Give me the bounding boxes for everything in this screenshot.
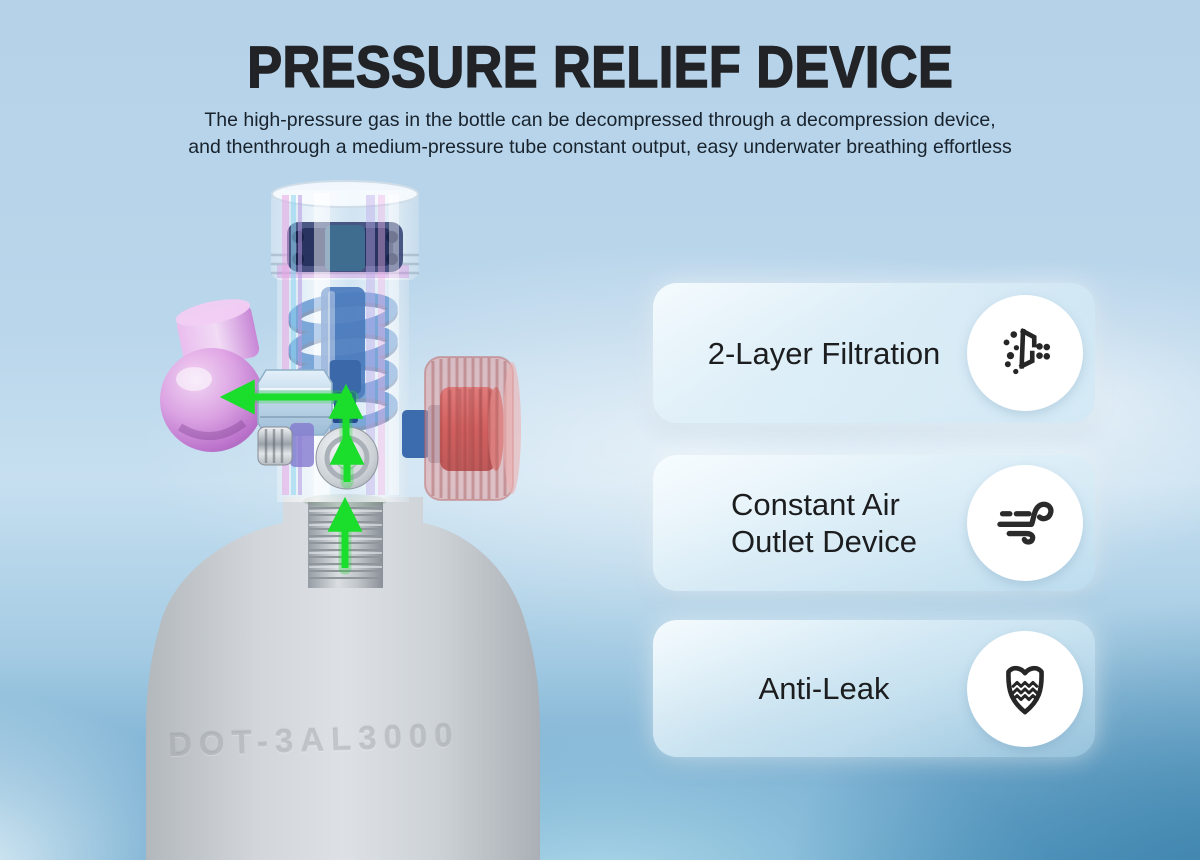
glass-reflections <box>282 193 399 495</box>
chrome-fitting <box>257 423 314 467</box>
feature-label: Anti-Leak <box>758 671 890 706</box>
feature-card-filtration: 2-Layer Filtration <box>653 283 1095 423</box>
feature-card-constant-air: Constant Air Outlet Device <box>653 455 1095 591</box>
adjustment-knob <box>402 356 521 501</box>
page-subtitle: The high-pressure gas in the bottle can … <box>0 107 1200 161</box>
air-flow-icon <box>967 465 1083 581</box>
page-title-text: PRESSURE RELIEF DEVICE <box>246 35 954 100</box>
shield-wave-icon <box>967 630 1083 747</box>
subtitle-line-2: and thenthrough a medium-pressure tube c… <box>188 136 1012 158</box>
feature-label: Constant Air Outlet Device <box>730 487 918 559</box>
piston <box>321 287 365 423</box>
filtration-icon <box>967 295 1083 411</box>
pressure-relief-device-illustration <box>146 180 540 860</box>
feature-card-anti-leak: Anti-Leak <box>653 620 1095 757</box>
airflow-arrows <box>219 379 365 575</box>
subtitle-line-1: The high-pressure gas in the bottle can … <box>204 109 996 131</box>
page-title: PRESSURE RELIEF DEVICE <box>0 35 1200 100</box>
feature-label: 2-Layer Filtration <box>707 335 941 371</box>
